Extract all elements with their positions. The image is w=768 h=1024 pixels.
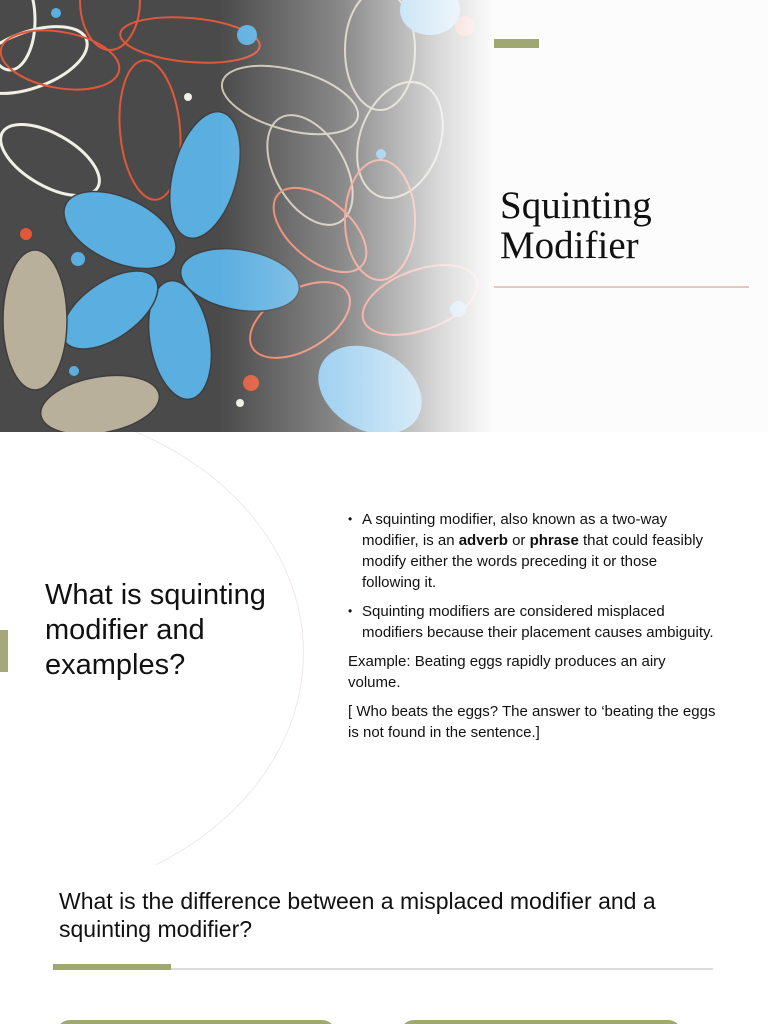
slide-heading: What is the difference between a misplac…	[59, 888, 656, 942]
slide-title: Squinting Modifier	[500, 184, 652, 267]
content-card-left	[56, 1020, 336, 1024]
accent-bar	[494, 39, 539, 48]
definition-slide: What is squinting modifier and examples?…	[0, 432, 768, 865]
floral-background-art	[0, 0, 548, 432]
accent-side-bar	[0, 630, 8, 672]
bullet-list: A squinting modifier, also known as a tw…	[348, 509, 718, 643]
example-text: Example: Beating eggs rapidly produces a…	[348, 653, 666, 691]
content-card-right	[400, 1020, 682, 1024]
heading-rule-accent	[53, 964, 171, 970]
title-underline	[494, 286, 749, 288]
note-text: [ Who beats the eggs? The answer to ‘bea…	[348, 703, 716, 741]
slide-body: A squinting modifier, also known as a tw…	[348, 509, 718, 751]
difference-slide: What is the difference between a misplac…	[0, 865, 768, 1024]
bullet-item: A squinting modifier, also known as a tw…	[348, 509, 718, 593]
title-slide: Squinting Modifier	[0, 0, 768, 432]
slide-heading: What is squinting modifier and examples?	[45, 579, 266, 681]
heading-rule	[53, 968, 713, 970]
bullet-item: Squinting modifiers are considered mispl…	[348, 601, 718, 643]
